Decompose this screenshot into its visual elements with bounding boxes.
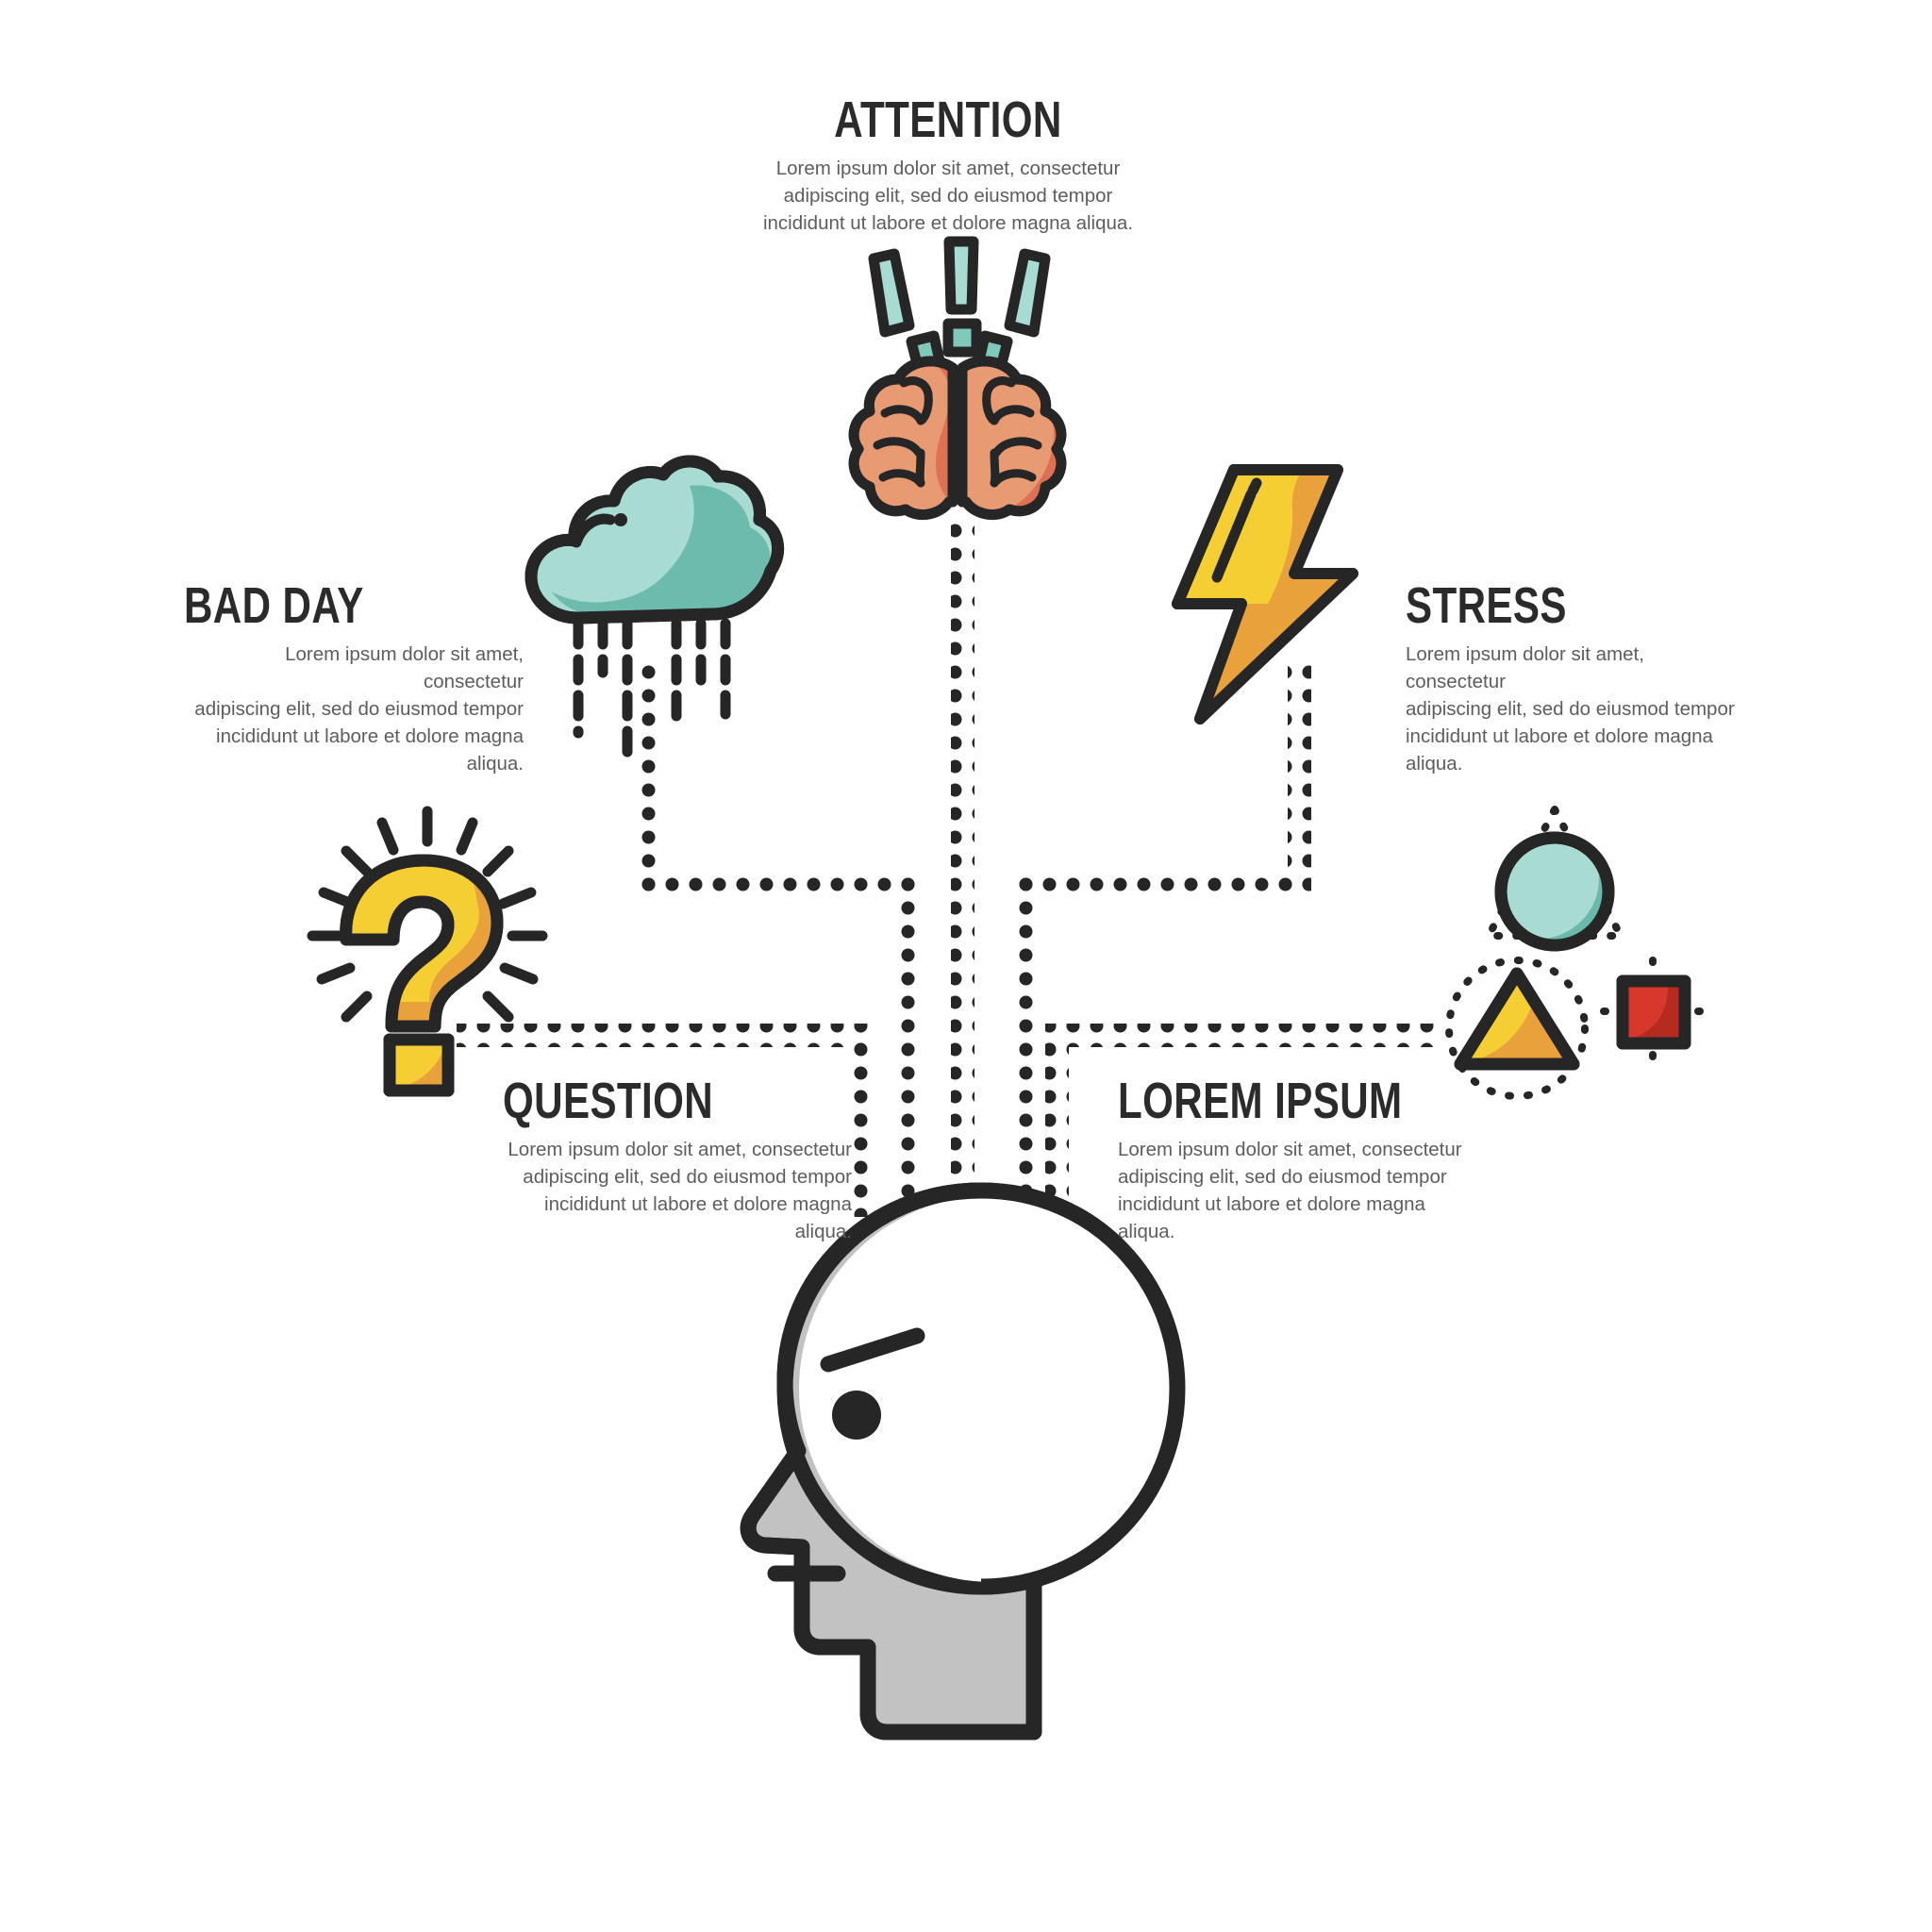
teal-circle-shadow xyxy=(1519,858,1604,944)
red-square-shadow xyxy=(1628,987,1679,1040)
bolt-shadow xyxy=(1200,470,1353,719)
question-mark-icon xyxy=(307,806,548,1097)
lightning-bolt-icon xyxy=(1172,464,1358,724)
cloud-inner-curve xyxy=(571,513,616,548)
section-bad-day-body: Lorem ipsum dolor sit amet, consectetur … xyxy=(194,643,524,775)
connector-lower-rail-right xyxy=(1045,1024,1441,1047)
bolt-highlight-long xyxy=(1211,489,1257,583)
connector-badday-down xyxy=(892,871,916,1206)
cloud-shadow xyxy=(552,485,771,616)
section-attention: ATTENTION Lorem ipsum dolor sit amet, co… xyxy=(750,94,1146,237)
section-attention-title: ATTENTION xyxy=(834,92,1062,148)
eyebrow xyxy=(820,1327,925,1373)
section-lorem-ipsum-body: Lorem ipsum dolor sit amet, consectetur … xyxy=(1118,1139,1462,1243)
section-stress-title: STRESS xyxy=(1406,577,1567,634)
human-head-profile xyxy=(740,1182,1186,1740)
section-bad-day: BAD DAY Lorem ipsum dolor sit amet, cons… xyxy=(184,580,524,778)
section-question-body: Lorem ipsum dolor sit amet, consectetur … xyxy=(508,1139,852,1243)
rain-cloud-icon xyxy=(525,455,785,765)
section-bad-day-title: BAD DAY xyxy=(184,577,364,634)
section-stress: STRESS Lorem ipsum dolor sit amet, conse… xyxy=(1406,580,1745,778)
question-dot-shadow xyxy=(390,1040,448,1091)
cloud-dot xyxy=(614,513,627,526)
question-rays xyxy=(307,806,548,1023)
eye xyxy=(832,1391,881,1440)
dotted-circle-outline xyxy=(1445,957,1589,1100)
yellow-triangle-shadow xyxy=(1460,1000,1574,1064)
connector-upper-rail-right xyxy=(1009,871,1311,894)
section-lorem-ipsum: LOREM IPSUM Lorem ipsum dolor sit amet, … xyxy=(1118,1075,1476,1245)
rain-streaks xyxy=(573,618,731,765)
section-question-title: QUESTION xyxy=(503,1073,714,1129)
connector-lower-rail-left xyxy=(457,1024,862,1047)
connector-stress-down xyxy=(1009,871,1033,1206)
face-circle xyxy=(799,1195,1186,1582)
section-stress-body: Lorem ipsum dolor sit amet, consectetur … xyxy=(1406,643,1735,775)
bolt-highlight-short xyxy=(1247,477,1262,496)
brain-with-exclamations-icon xyxy=(848,236,1067,521)
section-lorem-ipsum-title: LOREM IPSUM xyxy=(1118,1073,1403,1129)
connector-bad-day-vertical xyxy=(633,660,657,894)
connector-lorem-down xyxy=(1045,1024,1069,1217)
connector-stress-vertical xyxy=(1288,660,1311,894)
section-attention-body: Lorem ipsum dolor sit amet, consectetur … xyxy=(762,158,1134,235)
section-question: QUESTION Lorem ipsum dolor sit amet, con… xyxy=(503,1075,852,1245)
geometric-shapes-icon xyxy=(1445,801,1713,1100)
connector-upper-rail-left xyxy=(633,871,916,894)
connector-question-down xyxy=(845,1024,869,1217)
connector-attention-vertical xyxy=(951,517,974,1206)
